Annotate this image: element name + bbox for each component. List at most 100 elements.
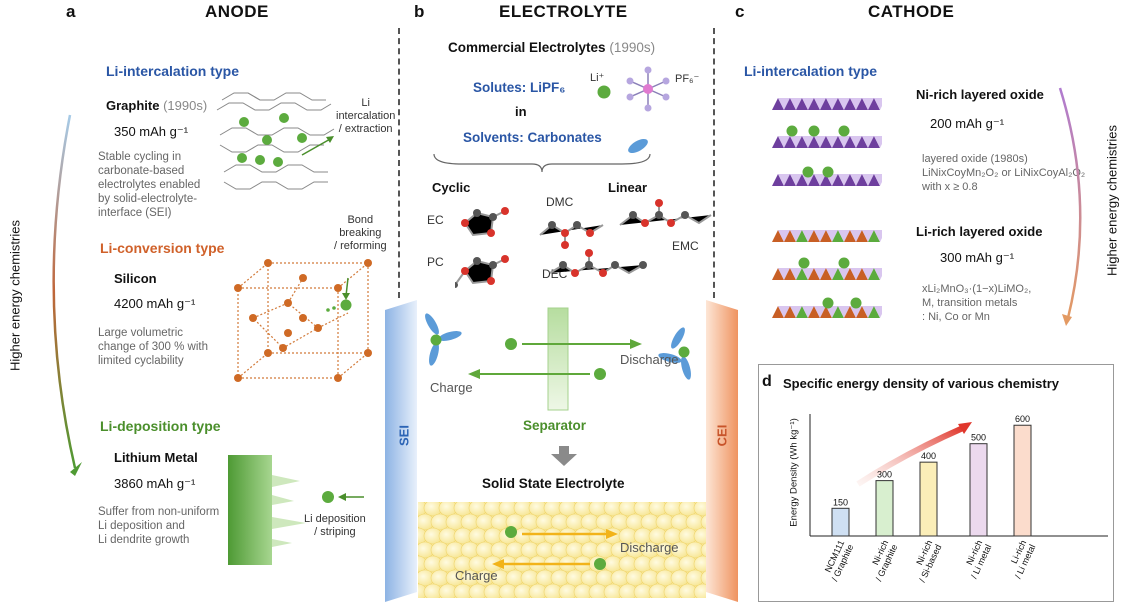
- callout-line: intercalation: [336, 110, 396, 122]
- category-label: Ni-rich/ Li metal: [960, 539, 994, 581]
- desc-line: : Ni, Co or Mn: [922, 311, 990, 323]
- bar-1: [875, 480, 894, 537]
- graphite-capacity: 350 mAh g⁻¹: [114, 124, 189, 139]
- category-label: Ni-rich/ Si-based: [908, 539, 943, 584]
- ni-rich-layers-illustration: [772, 98, 882, 186]
- li-rich-title: Li-rich layered oxide: [916, 224, 1043, 239]
- commercial-label: Commercial Electrolytes: [448, 40, 606, 55]
- in-label: in: [515, 104, 527, 119]
- callout-line: Bond: [347, 214, 374, 226]
- anode-intercalation-title: Li-intercalation type: [106, 63, 240, 79]
- graphite-lattice-illustration: [216, 92, 335, 190]
- panel-letter-a: a: [66, 2, 76, 21]
- chart-title: Specific energy density of various chemi…: [783, 376, 1059, 391]
- callout-line: / reforming: [334, 240, 387, 252]
- solvent-ellipse-icon: [628, 139, 648, 153]
- li-rich-layers-illustration: [772, 230, 882, 318]
- commercial-electrolytes: Commercial Electrolytes (1990s): [448, 40, 655, 55]
- bar-value-label: 500: [971, 433, 986, 443]
- category-label: Li-rich/ Li metal: [1004, 539, 1038, 581]
- category-label: Ni-rich/ Graphite: [865, 539, 900, 583]
- desc-line: interface (SEI): [98, 207, 172, 219]
- cathode-vertical-label: Higher energy chemistries: [1104, 125, 1120, 277]
- li-rich-description: xLi₂MnO₃·(1−x)LiMO₂, M, transition metal…: [922, 282, 1031, 324]
- anode-vertical-label: Higher energy chemistries: [7, 220, 23, 372]
- desc-line: M, transition metals: [922, 297, 1018, 309]
- molecule-label-pc: PC: [427, 255, 444, 269]
- bar-3: [969, 443, 988, 537]
- discharge-label-liquid: Discharge: [620, 352, 679, 367]
- charge-label-liquid: Charge: [430, 380, 473, 395]
- li-rich-capacity: 300 mAh g⁻¹: [940, 250, 1015, 265]
- solvents-label: Solvents: Carbonates: [463, 130, 602, 145]
- molecule-label-emc: EMC: [672, 239, 699, 253]
- graphite-label: Graphite (1990s): [106, 98, 207, 113]
- desc-line: Li dendrite growth: [98, 534, 190, 546]
- panel-letter-d: d: [762, 373, 772, 390]
- bar-value-label: 400: [921, 451, 936, 461]
- cei-label: CEI: [714, 424, 730, 447]
- desc-line: Suffer from non-uniform: [98, 506, 220, 518]
- panel-letter-b: b: [414, 2, 425, 21]
- desc-line: layered oxide (1980s): [922, 153, 1028, 165]
- silicon-description: Large volumetric change of 300 % with li…: [98, 326, 208, 368]
- bar-4: [1013, 424, 1032, 537]
- anode-title: ANODE: [205, 2, 269, 21]
- carbonate-molecules-illustration: [455, 199, 712, 288]
- anode-conversion-title: Li-conversion type: [100, 240, 225, 256]
- desc-line: Large volumetric: [98, 327, 184, 339]
- chart-panel: [758, 364, 1114, 602]
- liquid-cell-illustration: [425, 307, 691, 411]
- discharge-label-solid: Discharge: [620, 540, 679, 555]
- divider-right: [713, 28, 715, 298]
- graphite-description: Stable cycling in carbonate-based electr…: [98, 150, 200, 220]
- conversion-callout: Bond breaking / reforming: [334, 214, 387, 253]
- pf6-molecule-icon: [626, 66, 670, 112]
- desc-line: Stable cycling in: [98, 151, 182, 163]
- category-label: NCM111/ Graphite: [821, 539, 856, 583]
- solid-state-label: Solid State Electrolyte: [482, 476, 625, 491]
- charge-label-solid: Charge: [455, 568, 498, 583]
- separator-label: Separator: [523, 418, 587, 433]
- bar-value-label: 150: [833, 497, 848, 507]
- cyclic-label: Cyclic: [432, 180, 471, 195]
- deposition-callout: Li deposition / striping: [304, 513, 366, 539]
- cathode-title: CATHODE: [868, 2, 955, 21]
- desc-line: change of 300 % with: [98, 341, 208, 353]
- graphite-name: Graphite: [106, 98, 160, 113]
- bar-value-label: 600: [1015, 414, 1030, 424]
- callout-line: breaking: [339, 227, 382, 239]
- silicon-crystal-illustration: [234, 259, 372, 382]
- callout-line: / extraction: [338, 123, 393, 135]
- cei-layer: [706, 300, 738, 602]
- bar-value-label: 300: [877, 470, 892, 480]
- sei-layer: [385, 300, 417, 602]
- solid-state-illustration: [418, 502, 706, 598]
- li-ion-label: Li⁺: [590, 72, 605, 84]
- lithium-metal-description: Suffer from non-uniform Li deposition an…: [98, 505, 219, 547]
- desc-line: with x ≥ 0.8: [922, 181, 978, 193]
- desc-line: carbonate-based: [98, 165, 185, 177]
- brace: [433, 153, 651, 173]
- desc-line: Li deposition and: [98, 520, 185, 532]
- solutes-label: Solutes: LiPF₆: [473, 80, 566, 95]
- silicon-capacity: 4200 mAh g⁻¹: [114, 296, 196, 311]
- linear-label: Linear: [608, 180, 648, 195]
- graphite-year: (1990s): [163, 98, 208, 113]
- cathode-higher-energy-arrow: [1058, 87, 1082, 326]
- cathode-intercalation-title: Li-intercalation type: [744, 63, 878, 79]
- ni-rich-capacity: 200 mAh g⁻¹: [930, 116, 1005, 131]
- silicon-name: Silicon: [114, 271, 157, 286]
- molecule-label-dmc: DMC: [546, 195, 574, 209]
- down-arrow-icon: [551, 446, 577, 466]
- anode-deposition-title: Li-deposition type: [100, 418, 221, 434]
- desc-line: by solid-electrolyte-: [98, 193, 198, 205]
- ni-rich-description: layered oxide (1980s) LiNixCoyMn₂O₂ or L…: [922, 152, 1085, 194]
- lithium-deposition-illustration: [228, 455, 364, 565]
- callout-line: / striping: [314, 526, 356, 538]
- electrolyte-title: ELECTROLYTE: [499, 2, 628, 21]
- desc-line: LiNixCoyMn₂O₂ or LiNixCoyAl₂O₂: [922, 167, 1086, 179]
- lithium-metal-name: Lithium Metal: [114, 450, 198, 465]
- divider-left: [398, 28, 400, 298]
